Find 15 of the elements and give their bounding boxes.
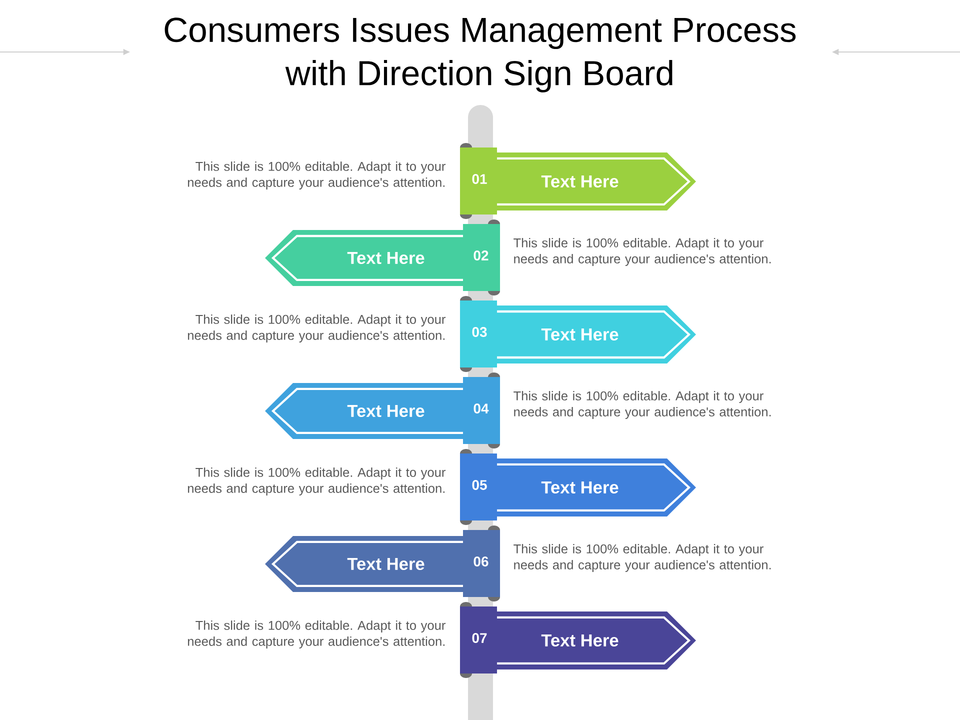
description: This slide is 100% editable. Adapt it to your needs and capture your audience's attention. (188, 468, 446, 496)
description: This slide is 100% editable. Adapt it to your needs and capture your audience's attention. (514, 544, 771, 572)
number-band: 04 (463, 372, 500, 448)
description: This slide is 100% editable. Adapt it to your needs and capture your audience's attention. (514, 238, 771, 266)
number-band: 02 (463, 220, 500, 296)
title: Consumers Issues Management Process with Direction Sign Board (164, 18, 796, 92)
description: This slide is 100% editable. Adapt it to your needs and capture your audience's attention. (188, 162, 446, 190)
number-band: 05 (460, 449, 497, 525)
description: This slide is 100% editable. Adapt it to your needs and capture your audience's attention. (188, 620, 446, 648)
description: This slide is 100% editable. Adapt it to your needs and capture your audience's attention. (188, 314, 446, 342)
number-band: 03 (460, 296, 497, 372)
number-band: 07 (460, 602, 497, 678)
description: This slide is 100% editable. Adapt it to your needs and capture your audience's attention. (514, 391, 771, 419)
number-band: 01 (460, 143, 497, 219)
number-band: 06 (463, 526, 500, 602)
